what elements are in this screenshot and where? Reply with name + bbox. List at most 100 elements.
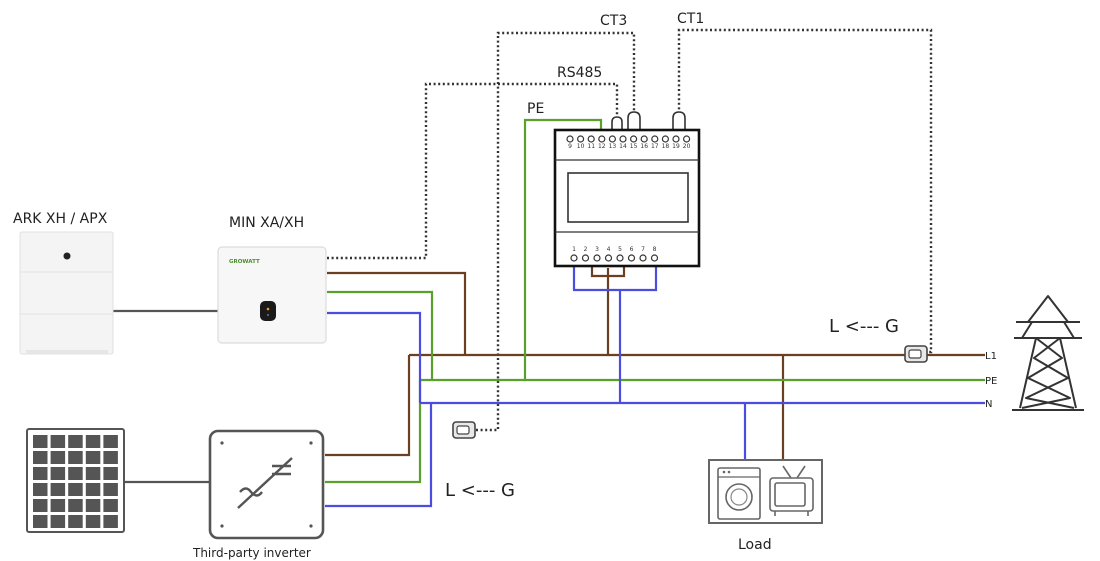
battery-body: [19, 231, 114, 355]
meter-terminal-label: 13: [609, 143, 617, 150]
meter-terminal-label: 4: [607, 246, 611, 253]
connector-rs485: [611, 116, 623, 130]
load-label: Load: [738, 537, 772, 553]
meter-terminal-9: [566, 135, 574, 143]
meter-terminal-15: [629, 135, 638, 143]
solar-cell: [68, 435, 83, 448]
solar-cell: [33, 499, 48, 512]
meter-terminal-6: [627, 254, 636, 262]
meter-terminal-1: [570, 254, 578, 262]
solar-cell: [33, 467, 48, 480]
direction-label-upper: L <--- G: [829, 316, 899, 337]
signal-lines: [327, 28, 933, 432]
load-box: [708, 459, 823, 524]
solar-cell: [68, 499, 83, 512]
live-wire-min: [327, 271, 467, 355]
solar-cell: [33, 451, 48, 464]
meter-terminal-4: [604, 254, 613, 262]
neutral-wire-min: [327, 311, 422, 403]
solar-panel-icon: [26, 428, 125, 533]
solar-cell: [85, 515, 101, 528]
solar-cell: [50, 451, 66, 464]
ct1-clamp: [904, 345, 928, 363]
meter-terminal-16: [640, 135, 648, 143]
solar-cell: [68, 515, 83, 528]
current-transformer-icon: [904, 345, 928, 363]
solar-cell: [50, 515, 66, 528]
meter-terminal-label: 9: [568, 143, 572, 150]
battery-status-dot: [63, 252, 71, 260]
earth-wire-min: [327, 290, 434, 380]
ct1-line: [677, 28, 933, 354]
meter-terminal-19: [672, 135, 680, 143]
meter-terminal-11: [587, 135, 595, 143]
live-wire-third-party: [325, 355, 411, 457]
solar-cell: [68, 467, 83, 480]
solar-cell: [68, 451, 83, 464]
grid-l1-label: L1: [985, 351, 997, 362]
meter-terminal-label: 19: [672, 143, 680, 150]
meter-terminal-label: 5: [618, 246, 622, 253]
meter-terminal-label: 3: [595, 246, 599, 253]
wires: [112, 118, 985, 508]
ac-wave: [239, 487, 263, 497]
connector-ct1: [672, 111, 686, 130]
brand-logo: GROWATT: [229, 259, 260, 265]
meter-terminal-label: 18: [662, 143, 670, 150]
television-icon: [769, 465, 814, 516]
current-transformer-icon: [452, 421, 476, 439]
meter-terminal-label: 20: [683, 143, 691, 150]
solar-cell: [85, 467, 101, 480]
solar-cell: [103, 499, 118, 512]
inverter-display: [260, 301, 276, 321]
grid-pe-label: PE: [985, 376, 997, 387]
earth-wire-third-party: [325, 380, 422, 484]
solar-cells: [33, 435, 118, 528]
meter-terminal-label: 6: [630, 246, 634, 253]
solar-cell: [103, 515, 118, 528]
meter-terminal-18: [661, 135, 670, 143]
meter-terminal-label: 16: [640, 143, 648, 150]
grid-n-label: N: [985, 399, 992, 410]
transmission-tower-icon: [1012, 295, 1084, 411]
direction-label-lower: L <--- G: [445, 480, 515, 501]
meter-terminal-7: [639, 254, 647, 262]
meter-terminal-label: 12: [598, 143, 606, 150]
rs485-line: [327, 82, 619, 260]
solar-cell: [85, 499, 101, 512]
meter-terminal-label: 15: [630, 143, 638, 150]
meter-terminal-label: 2: [584, 246, 588, 253]
washing-machine-icon: [717, 467, 761, 520]
ct3-line: [476, 31, 636, 432]
meter-terminal-20: [682, 135, 691, 143]
battery-ark: [19, 231, 114, 355]
neutral-wire-third-party: [325, 403, 433, 508]
solar-cell: [103, 467, 118, 480]
solar-cell: [50, 435, 66, 448]
solar-cell: [68, 483, 83, 496]
meter-terminal-label: 1: [572, 246, 576, 253]
neutral-wire-meter: [572, 262, 658, 403]
rs485-label: RS485: [557, 65, 602, 81]
solar-cell: [50, 483, 66, 496]
meter-terminal-12: [598, 135, 606, 143]
third-party-inverter: [208, 429, 325, 540]
meter-terminal-3: [593, 254, 601, 262]
connector-ct3: [627, 111, 641, 130]
solar-cell: [50, 499, 66, 512]
meter-terminal-label: 17: [651, 143, 659, 150]
ct3-clamp: [452, 421, 476, 439]
meter-terminal-8: [650, 254, 659, 262]
solar-cell: [50, 467, 66, 480]
meter-display: [567, 172, 689, 223]
earth-wire-meter-pe: [523, 118, 603, 380]
inverter-body: [217, 246, 327, 344]
meter-terminal-label: 10: [577, 143, 585, 150]
solar-cell: [103, 435, 118, 448]
solar-cell: [103, 483, 118, 496]
ct3-label: CT3: [600, 13, 627, 29]
pe-label: PE: [527, 101, 544, 117]
